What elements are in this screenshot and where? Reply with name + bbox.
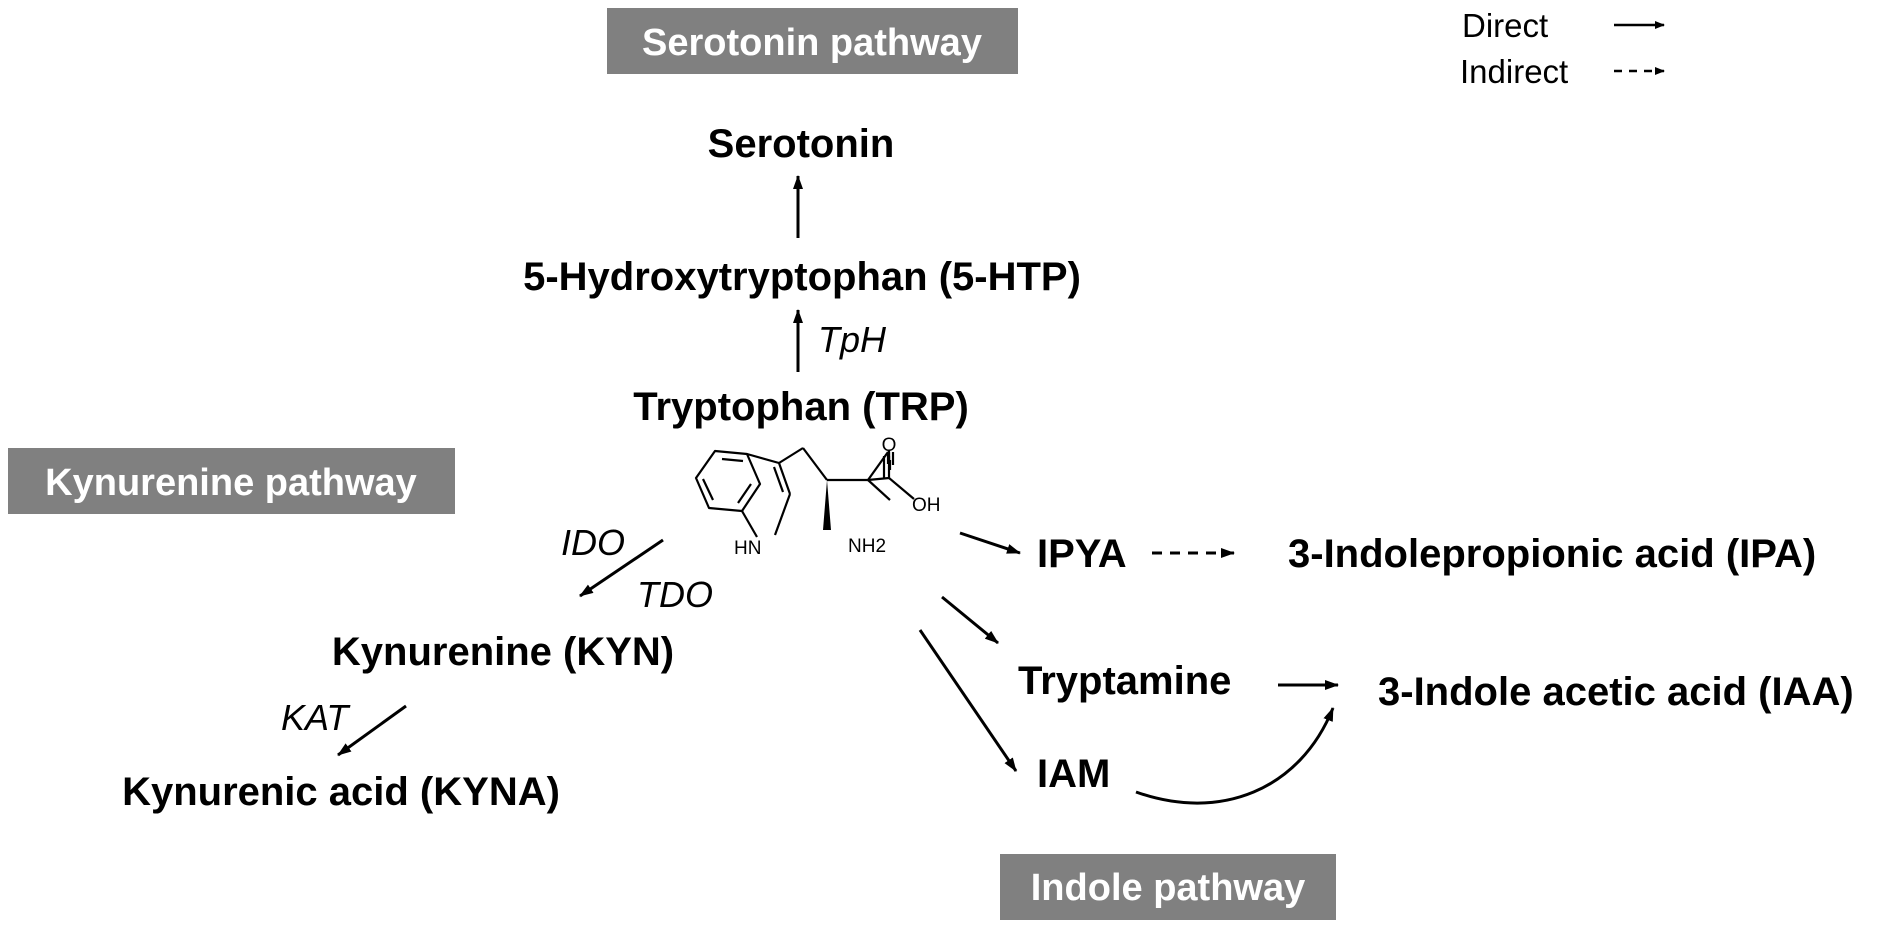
legend: Direct Indirect [1460,7,1665,90]
kynurenine-pathway-box [8,448,455,514]
structure-hn-label: HN [734,538,761,559]
trp-to-tryptamine-arrow [941,595,999,645]
serotonin-label: Serotonin [708,122,895,166]
trp-label: Tryptophan (TRP) [633,385,969,429]
ido-enzyme-label: IDO [561,522,625,563]
kyna-label: Kynurenic acid (KYNA) [122,770,560,814]
indole-pathway-banner: Indole pathway [1000,854,1336,920]
tryptamine-label: Tryptamine [1018,659,1231,703]
structure-oh-label: OH [912,495,941,516]
ipa-label: 3-Indolepropionic acid (IPA) [1288,532,1816,576]
trp-to-ipya-arrow [959,531,1021,555]
kat-enzyme-label: KAT [281,697,351,738]
serotonin-pathway-label: Serotonin pathway [642,22,982,64]
htp-label: 5-Hydroxytryptophan (5-HTP) [523,255,1081,299]
iam-label: IAM [1037,752,1110,796]
iam-to-iaa-arrow [1135,707,1335,805]
trp-to-kyn-arrow [579,538,664,598]
kynurenine-pathway-banner: Kynurenine pathway [8,448,455,514]
ipya-label: IPYA [1037,532,1127,576]
kyn-to-kyna-arrow [337,704,407,757]
legend-indirect-label: Indirect [1460,53,1568,90]
kynurenine-pathway-label: Kynurenine pathway [45,462,417,504]
tdo-enzyme-label: TDO [637,574,713,615]
trp-to-iam-arrow [918,629,1018,772]
structure-nh2-label: NH2 [848,536,886,557]
serotonin-pathway-box [607,8,1018,74]
serotonin-pathway-banner: Serotonin pathway [607,8,1018,74]
tryptophan-structure-icon [694,447,915,538]
indole-pathway-label: Indole pathway [1031,867,1305,909]
kyn-label: Kynurenine (KYN) [332,630,674,674]
indole-pathway-box [1000,854,1336,920]
tph-enzyme-label: TpH [818,319,887,360]
legend-direct-label: Direct [1462,7,1548,44]
structure-o-label: O [882,435,897,456]
iaa-label: 3-Indole acetic acid (IAA) [1378,670,1854,714]
